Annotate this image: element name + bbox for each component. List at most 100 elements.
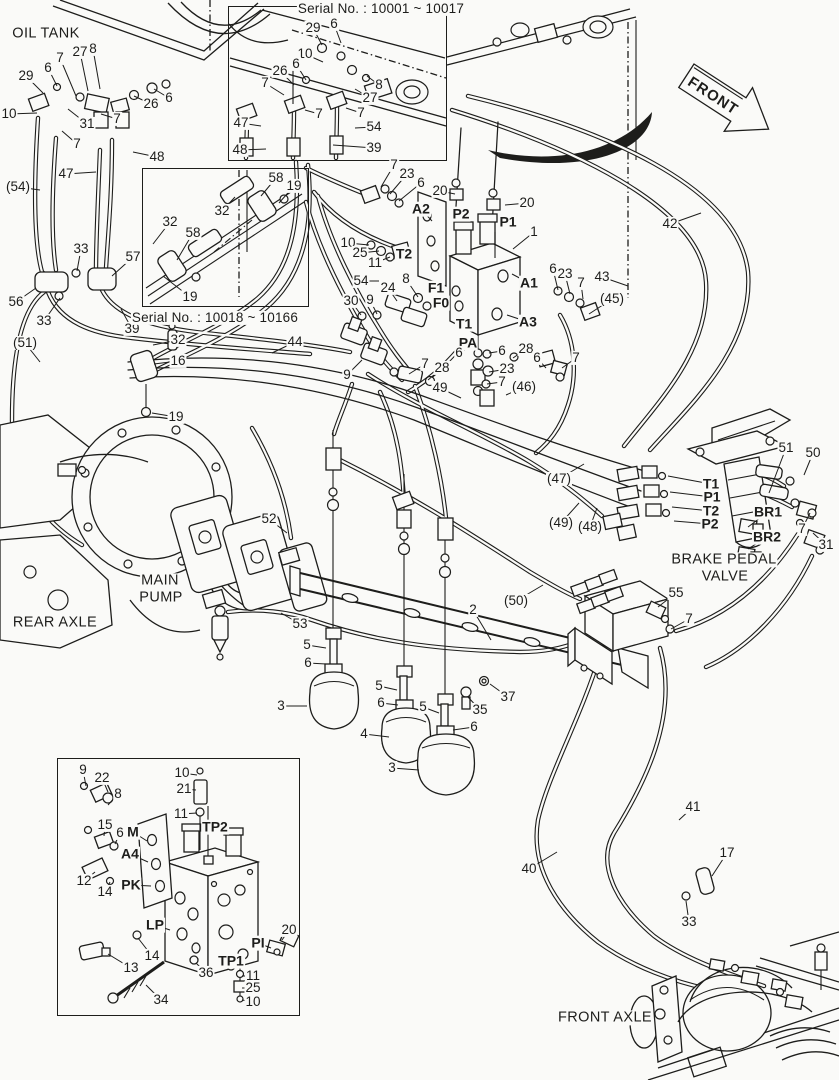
callout-label: 7 [497, 373, 507, 390]
callout-label: (48) [576, 518, 604, 535]
callout-label: 19 [285, 177, 303, 194]
front-arrow: FRONT [677, 63, 770, 133]
callout-label: 7 [72, 135, 82, 152]
region-label: FRONT AXLE [557, 1009, 653, 1026]
callout-label: A3 [518, 313, 538, 330]
accumulator-assembly-drawing [289, 430, 649, 796]
callout-label: 15 [96, 816, 114, 833]
region-label: PUMP [138, 589, 184, 606]
callout-label: 10 [244, 993, 262, 1010]
callout-label: 17 [718, 844, 736, 861]
region-label: MAIN [140, 572, 180, 589]
callout-label: 6 [164, 89, 174, 106]
callout-label: 6 [115, 824, 125, 841]
serial-label: Serial No. : 10018 ~ 10166 [130, 309, 300, 326]
callout-label: 43 [593, 268, 611, 285]
callout-label: 7 [684, 610, 694, 627]
callout-label: 8 [401, 270, 411, 287]
callout-label: 44 [286, 333, 304, 350]
callout-label: 6 [376, 694, 386, 711]
callout-label: 32 [161, 213, 179, 230]
callout-label: 27 [71, 43, 89, 60]
callout-label: BR2 [751, 528, 783, 545]
callout-label: 5 [418, 698, 428, 715]
callout-label: 7 [314, 105, 324, 122]
callout-label: (50) [502, 592, 530, 609]
oil-tank-drawing [27, 0, 652, 298]
callout-label: P1 [702, 488, 722, 505]
callout-label: 58 [267, 169, 285, 186]
callout-label: 20 [431, 182, 449, 199]
callout-label: T2 [394, 245, 414, 262]
callout-label: 26 [271, 62, 289, 79]
callout-label: 6 [497, 342, 507, 359]
callout-label: 52 [260, 510, 278, 527]
callout-label: 51 [777, 439, 795, 456]
callout-label: 7 [797, 520, 807, 537]
front-axle-drawing [629, 931, 839, 1080]
callout-label: 11 [366, 254, 384, 271]
callout-label: 55 [667, 584, 685, 601]
region-label: VALVE [700, 568, 750, 585]
callout-label: 9 [78, 761, 88, 778]
callout-label: 10 [173, 764, 191, 781]
callout-label: BR1 [752, 503, 784, 520]
callout-label: 56 [7, 293, 25, 310]
callout-label: 12 [75, 872, 93, 889]
callout-label: F0 [431, 294, 451, 311]
callout-label: 13 [122, 959, 140, 976]
callout-label: 47 [57, 165, 75, 182]
serial-label: Serial No. : 10001 ~ 10017 [296, 0, 466, 17]
callout-label: (46) [510, 378, 538, 395]
callout-label: 19 [167, 408, 185, 425]
callout-label: 6 [532, 349, 542, 366]
callout-label: A2 [411, 200, 431, 217]
callout-label: 11 [244, 967, 262, 984]
callout-label: 7 [55, 49, 65, 66]
callout-label: 7 [112, 110, 122, 127]
callout-label: (54) [4, 178, 32, 195]
callout-label: 24 [379, 279, 397, 296]
callout-label: 23 [498, 360, 516, 377]
callout-label: 9 [342, 366, 352, 383]
callout-label: 25 [244, 979, 262, 996]
callout-label: F1 [426, 279, 446, 296]
callout-label: 1 [529, 223, 539, 240]
callout-label: 23 [398, 165, 416, 182]
callout-label: 29 [17, 67, 35, 84]
main-pump-drawing [170, 494, 328, 661]
callout-label: 30 [342, 292, 360, 309]
callout-label: A1 [519, 274, 539, 291]
callout-label: 8 [88, 40, 98, 57]
callout-label: 6 [469, 718, 479, 735]
callout-label: 3 [387, 759, 397, 776]
callout-label: 57 [124, 248, 142, 265]
callout-label: 36 [197, 964, 215, 981]
callout-label: 32 [213, 202, 231, 219]
callout-label: 58 [184, 224, 202, 241]
callout-label: 14 [96, 883, 114, 900]
callout-label: 19 [181, 288, 199, 305]
callout-label: 6 [548, 260, 558, 277]
serial-inset-2 [142, 168, 309, 307]
callout-label: 47 [232, 114, 250, 131]
callout-label: 6 [329, 15, 339, 32]
callout-label: 9 [365, 291, 375, 308]
callout-label: 6 [43, 59, 53, 76]
callout-label: TP1 [217, 952, 245, 969]
callout-label: 26 [142, 95, 160, 112]
callout-label: 33 [72, 240, 90, 257]
callout-label: 41 [684, 798, 702, 815]
callout-label: 7 [356, 104, 366, 121]
callout-label: 42 [661, 215, 679, 232]
callout-label: 21 [175, 780, 193, 797]
callout-label: 48 [231, 141, 249, 158]
callout-label: 54 [352, 272, 370, 289]
callout-label: T2 [701, 502, 721, 519]
region-label: REAR AXLE [11, 614, 99, 631]
callout-label: A4 [120, 845, 140, 862]
callout-label: 6 [416, 174, 426, 191]
callout-label: 50 [804, 444, 822, 461]
junction-manifold-drawing [567, 568, 675, 686]
